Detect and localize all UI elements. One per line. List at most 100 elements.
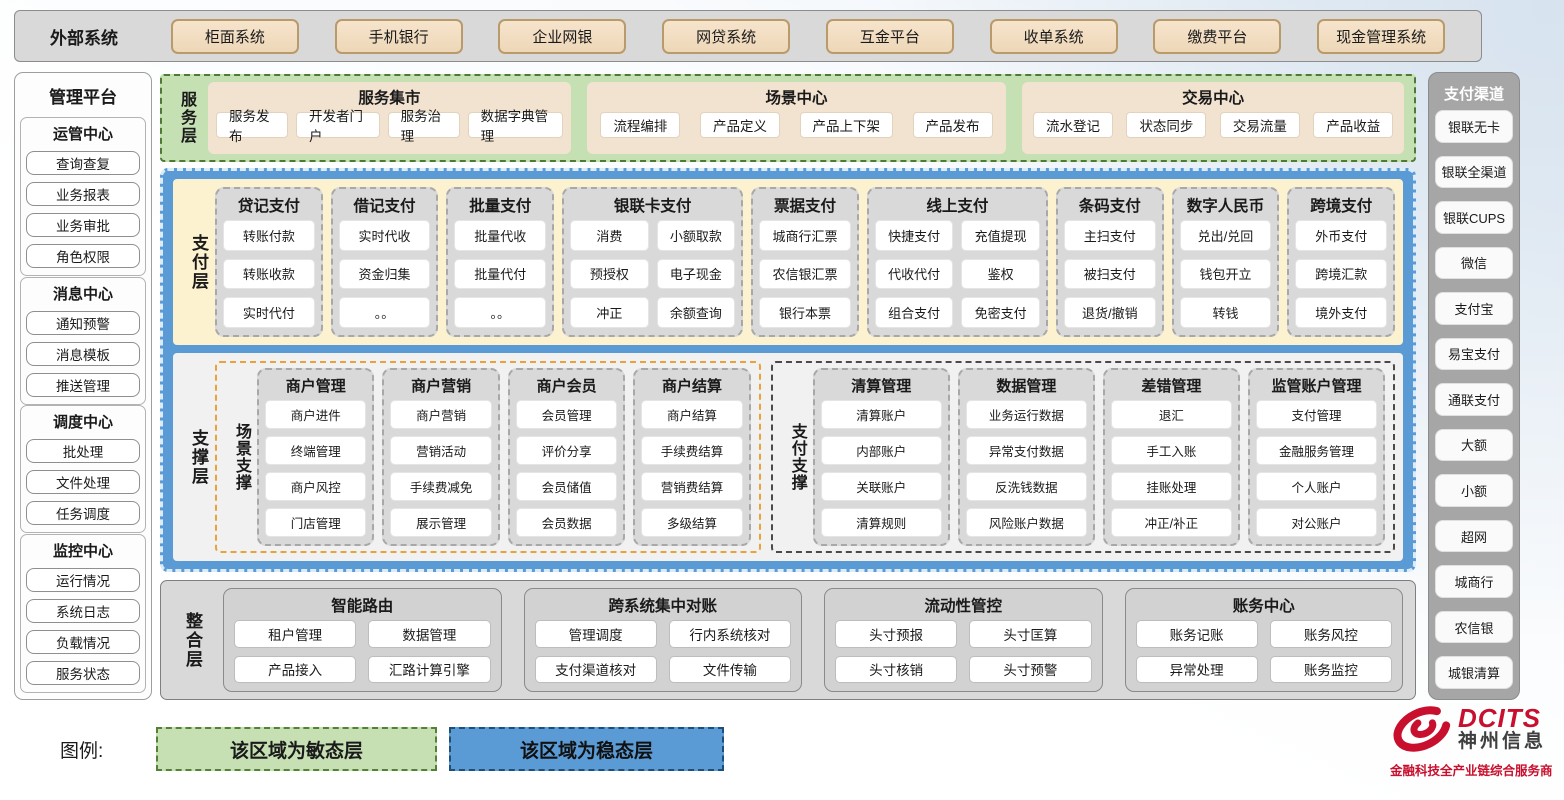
payment-column: 贷记支付转账付款转账收款实时代付 [215, 187, 323, 337]
service-item-button: 开发者门户 [296, 109, 380, 144]
support-item-button: 清算账户 [820, 400, 942, 429]
stable-layer-container: 支付层 贷记支付转账付款转账收款实时代付借记支付实时代收资金归集。。批量支付批量… [160, 168, 1416, 572]
support-item-button: 退汇 [1110, 400, 1232, 429]
payment-item-button: 电子现金 [656, 258, 736, 290]
support-item-button: 金融服务管理 [1255, 436, 1378, 465]
service-item-button: 产品定义 [699, 112, 780, 138]
support-column-items: 退汇手工入账挂账处理冲正/补正 [1110, 400, 1232, 537]
integration-groups: 智能路由租户管理数据管理产品接入汇路计算引擎跨系统集中对账管理调度行内系统核对支… [223, 588, 1403, 692]
support-column: 商户结算商户结算手续费结算营销费结算多级结算 [633, 368, 751, 546]
payment-channel-button: 城商行 [1435, 565, 1513, 598]
support-column-items: 业务运行数据异常支付数据反洗钱数据风险账户数据 [965, 400, 1087, 537]
support-item-button: 会员管理 [515, 400, 618, 429]
integration-group-items: 租户管理数据管理产品接入汇路计算引擎 [234, 620, 491, 683]
support-column: 商户管理商户进件终端管理商户风控门店管理 [257, 368, 375, 546]
payment-channel-button: 大额 [1435, 428, 1513, 462]
payment-column: 批量支付批量代收批量代付。。 [446, 187, 555, 337]
support-column-items: 会员管理评价分享会员储值会员数据 [515, 400, 618, 537]
payment-column-title: 贷记支付 [237, 198, 300, 215]
payment-column-items: 消费小额取款预授权电子现金冲正余额查询 [570, 220, 736, 328]
service-item-button: 服务治理 [387, 109, 460, 144]
payment-layer-label: 支付层 [189, 233, 208, 291]
support-column: 数据管理业务运行数据异常支付数据反洗钱数据风险账户数据 [957, 368, 1095, 546]
service-item-button: 流水登记 [1033, 112, 1114, 138]
payment-column-items: 城商行汇票农信银汇票银行本票 [759, 220, 851, 328]
support-column-items: 商户营销营销活动手续费减免展示管理 [390, 400, 492, 537]
integration-item-button: 管理调度 [534, 620, 657, 648]
management-item-button: 运行情况 [26, 567, 140, 592]
support-layer: 支撑层 场景支撑商户管理商户进件终端管理商户风控门店管理商户营销商户营销营销活动… [173, 353, 1403, 561]
payment-item-button: 城商行汇票 [759, 220, 851, 251]
support-column-title: 商户会员 [536, 378, 597, 395]
service-group-items: 流水登记状态同步交易流量产品收益 [1030, 112, 1396, 138]
legend-blue-box: 该区域为稳态层 [449, 727, 724, 771]
payment-column-title: 银联卡支付 [613, 198, 692, 215]
integration-item-button: 产品接入 [234, 655, 357, 683]
support-column: 清算管理清算账户内部账户关联账户清算规则 [812, 368, 950, 546]
service-group: 交易中心流水登记状态同步交易流量产品收益 [1022, 82, 1404, 154]
support-item-button: 风险账户数据 [965, 508, 1087, 537]
payment-item-button: 境外支付 [1295, 297, 1388, 328]
payment-column-title: 线上支付 [926, 198, 989, 215]
payment-column: 跨境支付外币支付跨境汇款境外支付 [1287, 187, 1396, 337]
integration-item-button: 数据管理 [368, 620, 491, 648]
payment-channel-button: 银联全渠道 [1435, 155, 1513, 189]
management-group: 运管中心查询查复业务报表业务审批角色权限 [20, 117, 146, 276]
support-item-button: 支付管理 [1255, 400, 1378, 429]
payment-item-button: 批量代付 [454, 258, 547, 290]
payment-channel-button: 微信 [1435, 246, 1513, 280]
service-group-items: 流程编排产品定义产品上下架产品发布 [595, 112, 999, 138]
management-item-button: 业务报表 [26, 182, 140, 206]
support-layer-label: 支撑层 [189, 428, 208, 486]
payment-column-items: 外币支付跨境汇款境外支付 [1295, 220, 1388, 328]
logo-company: 神州信息 [1458, 731, 1547, 753]
integration-group-title: 跨系统集中对账 [608, 598, 717, 615]
support-item-button: 反洗钱数据 [965, 472, 1087, 501]
payment-channel-button: 易宝支付 [1435, 337, 1513, 371]
payment-channel-button: 农信银 [1435, 610, 1513, 644]
management-item-button: 查询查复 [26, 151, 140, 175]
service-item-button: 服务发布 [216, 109, 289, 144]
support-section-label: 支付支撑 [788, 423, 806, 491]
management-item-button: 系统日志 [26, 598, 140, 623]
payment-column-title: 批量支付 [469, 198, 532, 215]
payment-channel-button: 通联支付 [1435, 383, 1513, 416]
payment-channel-button: 银联CUPS [1435, 201, 1513, 234]
payment-column: 线上支付快捷支付充值提现代收代付鉴权组合支付免密支付 [866, 187, 1048, 337]
payment-item-button: 。。 [338, 297, 431, 328]
payment-column-title: 借记支付 [353, 198, 416, 215]
external-systems-buttons: 柜面系统手机银行企业网银网贷系统互金平台收单系统缴费平台现金管理系统 [153, 18, 1481, 54]
integration-item-button: 异常处理 [1135, 655, 1258, 683]
payment-layer: 支付层 贷记支付转账付款转账收款实时代付借记支付实时代收资金归集。。批量支付批量… [173, 179, 1403, 345]
integration-group: 流动性管控头寸预报头寸匡算头寸核销头寸预警 [824, 588, 1103, 692]
external-system-button: 网贷系统 [662, 18, 791, 54]
external-system-button: 现金管理系统 [1317, 18, 1446, 54]
management-group-title: 运管中心 [52, 126, 113, 143]
service-item-button: 交易流量 [1219, 112, 1300, 138]
management-group-title: 调度中心 [52, 414, 113, 432]
support-item-button: 终端管理 [265, 436, 367, 465]
integration-layer: 整合层 智能路由租户管理数据管理产品接入汇路计算引擎跨系统集中对账管理调度行内系… [160, 580, 1416, 700]
service-group-title: 场景中心 [765, 90, 828, 107]
external-system-button: 柜面系统 [170, 18, 299, 54]
management-item-button: 任务调度 [26, 501, 140, 526]
support-item-button: 评价分享 [515, 436, 618, 465]
legend-items: 该区域为敏态层该区域为稳态层 [156, 727, 724, 771]
payment-item-button: 农信银汇票 [759, 258, 851, 290]
support-column: 监管账户管理支付管理金融服务管理个人账户对公账户 [1247, 368, 1386, 546]
support-item-button: 清算规则 [820, 508, 942, 537]
payment-channels-title: 支付渠道 [1443, 86, 1504, 103]
integration-item-button: 汇路计算引擎 [368, 655, 491, 683]
service-group: 服务集市服务发布开发者门户服务治理数据字典管理 [208, 82, 571, 154]
payment-item-button: 免密支付 [961, 297, 1040, 328]
support-item-button: 手续费结算 [641, 436, 743, 465]
payment-column-items: 实时代收资金归集。。 [338, 220, 431, 328]
management-group-title: 监控中心 [52, 542, 113, 560]
payment-item-button: 实时代收 [338, 220, 431, 251]
payment-column-title: 跨境支付 [1310, 198, 1373, 215]
payment-channel-button: 支付宝 [1435, 292, 1513, 325]
management-item-button: 批处理 [26, 439, 140, 464]
payment-item-button: 跨境汇款 [1295, 258, 1388, 290]
service-item-button: 流程编排 [600, 112, 681, 138]
